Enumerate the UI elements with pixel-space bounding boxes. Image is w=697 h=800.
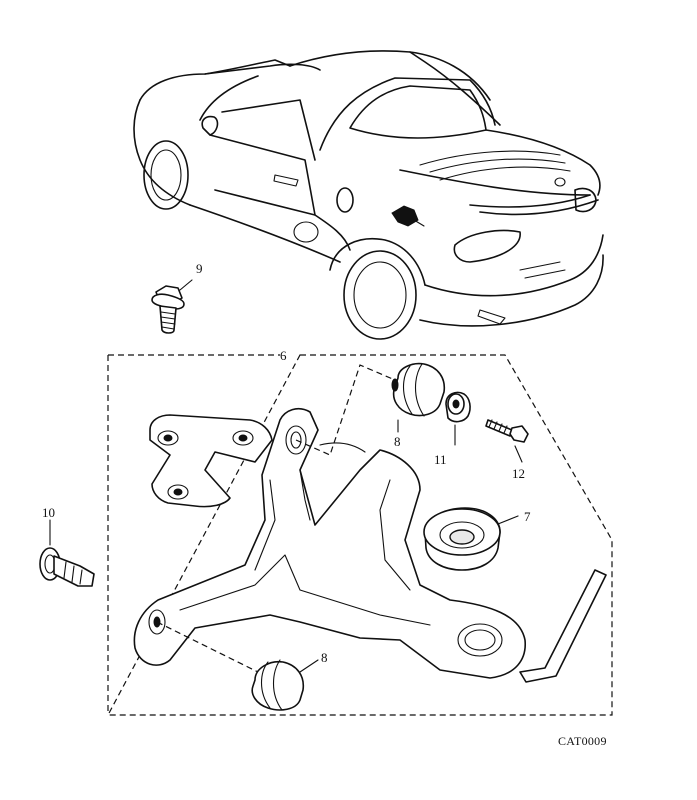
bush-part-8-bottom — [251, 659, 305, 711]
leader-lines — [49, 279, 523, 673]
assembly-lines — [156, 364, 396, 673]
callout-8-top: 8 — [394, 434, 401, 449]
grommet-part-7 — [423, 507, 501, 571]
spacer-part-11 — [445, 391, 471, 423]
callout-11: 11 — [434, 452, 447, 467]
screw-part-12 — [485, 419, 529, 443]
mounting-bracket — [133, 408, 607, 683]
callout-8-bottom: 8 — [321, 650, 328, 665]
fastener-part-10 — [39, 547, 95, 587]
bolt-part-9 — [151, 285, 185, 334]
callout-12: 12 — [512, 466, 525, 481]
callout-7: 7 — [524, 509, 531, 524]
bush-part-8-top — [391, 362, 446, 417]
callout-6: 6 — [280, 348, 287, 363]
callout-9: 9 — [196, 261, 203, 276]
callout-10: 10 — [42, 505, 55, 520]
catalog-code: CAT0009 — [558, 734, 607, 748]
car-illustration — [133, 50, 604, 340]
